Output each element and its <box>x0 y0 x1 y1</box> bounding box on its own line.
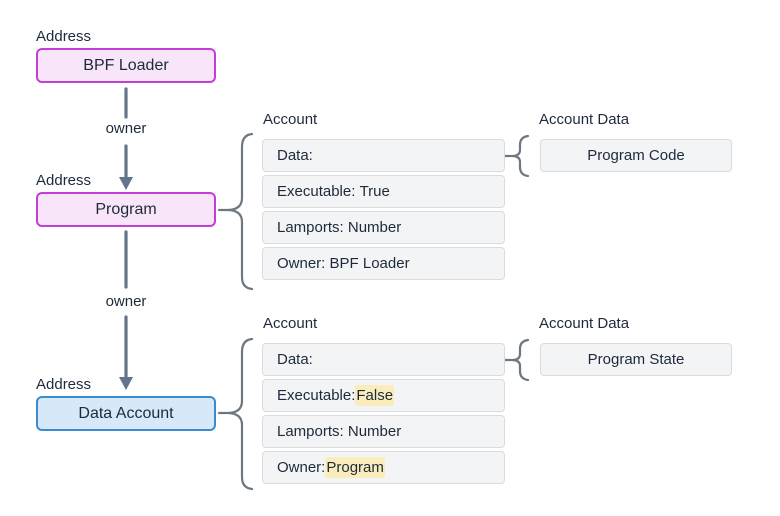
row-value: False <box>355 385 395 406</box>
bpf-loader-node-label: BPF Loader <box>83 56 169 74</box>
program-state-box: Program State <box>540 343 732 376</box>
row-label: Executable: <box>277 183 360 200</box>
arrow-down-icon <box>119 377 133 390</box>
program-code-box: Program Code <box>540 139 732 172</box>
account-row-lamports: Lamports: Number <box>262 415 505 448</box>
row-label: Executable: <box>277 387 356 404</box>
data-account-node: Data Account <box>36 396 216 431</box>
account-title: Account <box>263 111 318 128</box>
row-label: Lamports: <box>277 219 348 236</box>
data-account-brace-icon <box>225 337 254 491</box>
program-node: Program <box>36 192 216 227</box>
address-label: Address <box>36 172 92 189</box>
address-label: Address <box>36 376 92 393</box>
row-value: Number <box>347 219 402 236</box>
account-row-owner: Owner:Program <box>262 451 505 484</box>
row-label: Data: <box>277 351 313 368</box>
account-row-owner: Owner: BPF Loader <box>262 247 505 280</box>
program-account-brace-icon <box>225 132 254 291</box>
account-data-brace-icon <box>510 338 530 382</box>
account-title: Account <box>263 315 318 332</box>
arrow-down-icon <box>119 177 133 190</box>
address-label: Address <box>36 28 92 45</box>
owner-edge-label: owner <box>105 120 147 137</box>
row-value: Number <box>347 423 402 440</box>
row-value: True <box>359 183 390 200</box>
row-label: Owner: <box>277 459 326 476</box>
account-row-data: Data: <box>262 343 505 376</box>
row-label: Data: <box>277 147 313 164</box>
row-label: Owner: <box>277 255 330 272</box>
row-value: BPF Loader <box>329 255 410 272</box>
owner-edge-label: owner <box>105 293 147 310</box>
data-account-node-label: Data Account <box>78 404 174 422</box>
row-value: Program <box>325 457 385 478</box>
account-data-brace-icon <box>510 134 530 178</box>
row-label: Lamports: <box>277 423 348 440</box>
account-row-lamports: Lamports: Number <box>262 211 505 244</box>
program-code-label: Program Code <box>587 147 685 164</box>
program-state-label: Program State <box>587 351 685 368</box>
account-data-title: Account Data <box>539 111 630 128</box>
account-row-data: Data: <box>262 139 505 172</box>
account-row-executable: Executable:False <box>262 379 505 412</box>
program-node-label: Program <box>95 200 157 218</box>
account-row-executable: Executable: True <box>262 175 505 208</box>
bpf-loader-node: BPF Loader <box>36 48 216 83</box>
account-data-title: Account Data <box>539 315 630 332</box>
